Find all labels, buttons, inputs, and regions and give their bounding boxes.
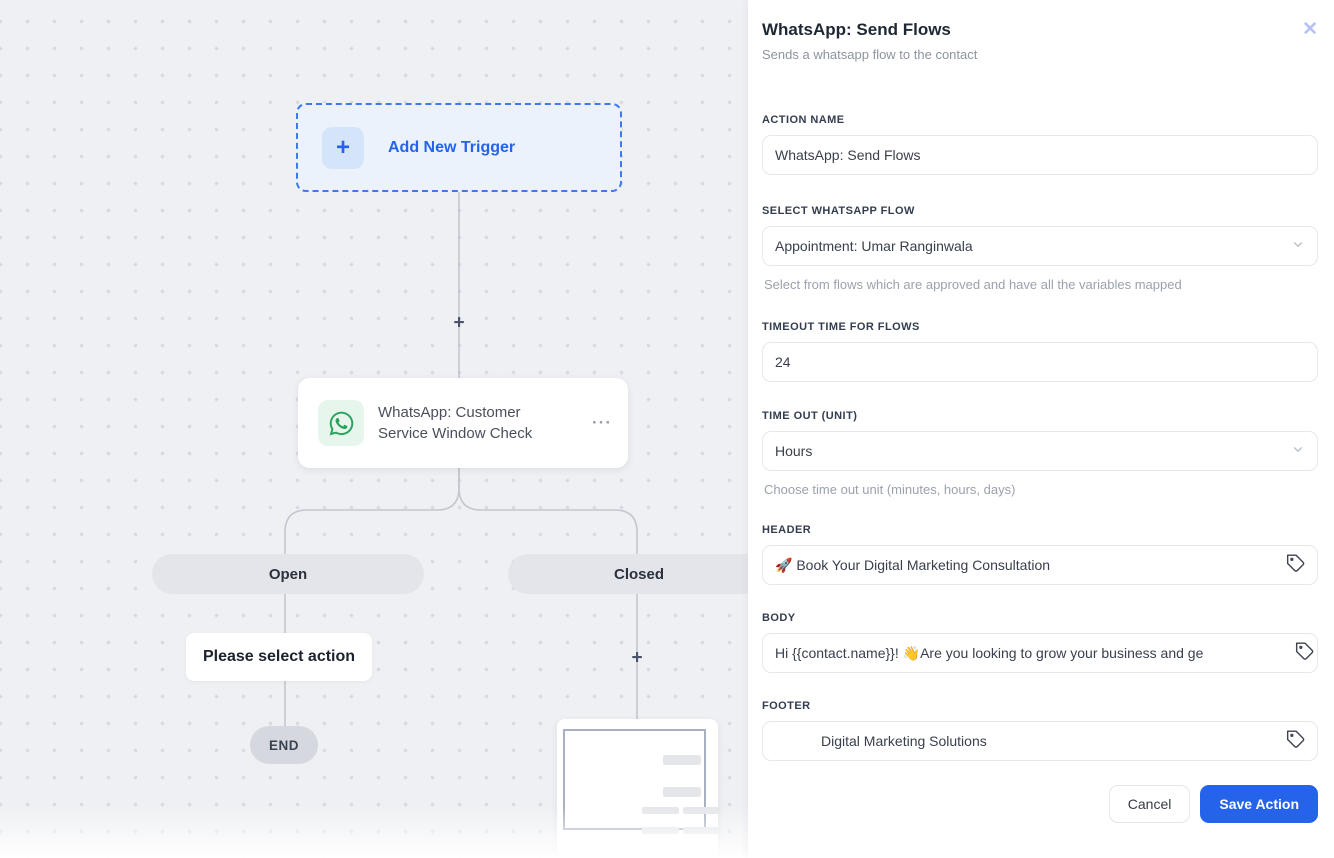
action-name-label: ACTION NAME [762,114,845,126]
body-group: BODY Hi {{contact.name}}! 👋Are you looki… [762,612,1318,673]
cancel-button[interactable]: Cancel [1108,785,1191,823]
add-step-plus-icon[interactable]: + [453,312,465,334]
skeleton-bar [683,827,720,834]
tag-icon[interactable] [1295,641,1315,665]
tag-icon[interactable] [1286,729,1306,753]
branch-closed[interactable]: Closed [508,554,770,594]
plus-icon: + [322,126,364,169]
whatsapp-flow-select[interactable]: Appointment: Umar Ranginwala [762,226,1318,266]
skeleton-bar [642,827,679,834]
skeleton-bar [642,807,679,814]
panel-actions: Cancel Save Action [762,785,1318,823]
footer-label: FOOTER [762,700,811,712]
skeleton-bar [663,787,701,797]
add-step-plus-icon[interactable]: + [631,647,643,669]
save-action-button[interactable]: Save Action [1200,785,1318,823]
flow-connectors [284,192,638,726]
chevron-down-icon [1291,443,1305,460]
action-name-group: ACTION NAME WhatsApp: Send Flows [762,114,1318,175]
timeout-unit-group: TIME OUT (UNIT) Hours Choose time out un… [762,410,1318,497]
please-select-action-node[interactable]: Please select action [186,633,372,681]
add-new-trigger-label: Add New Trigger [388,138,516,156]
timeout-unit-helper: Choose time out unit (minutes, hours, da… [764,482,1016,497]
body-input[interactable]: Hi {{contact.name}}! 👋Are you looking to… [762,633,1318,673]
chevron-down-icon [1291,238,1305,255]
header-group: HEADER 🚀 Book Your Digital Marketing Con… [762,524,1318,585]
footer-group: FOOTER Digital Marketing Solutions [762,700,1318,761]
timeout-input[interactable]: 24 [762,342,1318,382]
action-name-input[interactable]: WhatsApp: Send Flows [762,135,1318,175]
action-config-panel: WhatsApp: Send Flows ✕ Sends a whatsapp … [748,0,1334,858]
flow-canvas[interactable]: + Add New Trigger + WhatsApp: Customer S… [0,0,770,858]
end-node: END [250,726,318,764]
add-new-trigger-node[interactable]: + Add New Trigger [296,103,622,192]
panel-title: WhatsApp: Send Flows [762,20,951,39]
footer-input[interactable]: Digital Marketing Solutions [762,721,1318,761]
message-preview-node[interactable] [557,719,720,858]
branch-open[interactable]: Open [152,554,424,594]
skeleton-bar [663,755,701,765]
node-title: WhatsApp: Customer Service Window Check [378,404,533,442]
panel-subtitle: Sends a whatsapp flow to the contact [762,47,978,62]
node-menu-kebab-icon[interactable]: ··· [592,413,612,432]
whatsapp-flow-helper: Select from flows which are approved and… [764,277,1182,292]
whatsapp-flow-group: SELECT WHATSAPP FLOW Appointment: Umar R… [762,205,1318,292]
preview-frame [563,729,720,834]
timeout-unit-select[interactable]: Hours [762,431,1318,471]
header-input[interactable]: 🚀 Book Your Digital Marketing Consultati… [762,545,1318,585]
close-icon[interactable]: ✕ [1302,19,1318,40]
whatsapp-icon [318,400,364,446]
timeout-label: TIMEOUT TIME FOR FLOWS [762,321,920,333]
skeleton-bar [683,807,720,814]
timeout-group: TIMEOUT TIME FOR FLOWS 24 [762,321,1318,382]
whatsapp-customer-service-window-check-node[interactable]: WhatsApp: Customer Service Window Check … [298,378,628,468]
body-label: BODY [762,612,796,624]
timeout-unit-label: TIME OUT (UNIT) [762,410,858,422]
tag-icon[interactable] [1286,553,1306,577]
header-label: HEADER [762,524,812,536]
whatsapp-flow-label: SELECT WHATSAPP FLOW [762,205,915,217]
